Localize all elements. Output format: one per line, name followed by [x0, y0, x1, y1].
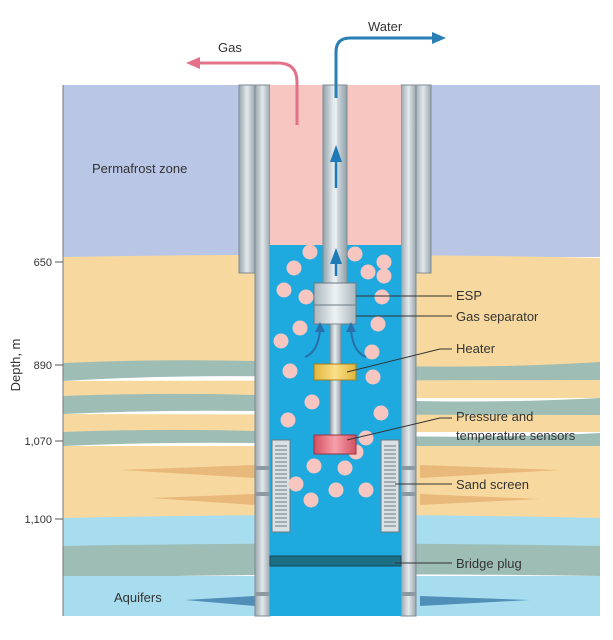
- gas-bubble: [282, 363, 298, 379]
- tick-label-890: 890: [34, 360, 52, 372]
- sand-wedge-right2: [420, 494, 540, 505]
- gas-bubble: [280, 412, 296, 428]
- gas-bubble: [276, 282, 292, 298]
- surface-casing-left: [238, 84, 256, 274]
- water-label: Water: [368, 19, 403, 34]
- sand-wedge-left2: [150, 494, 255, 505]
- gas-bubble: [365, 369, 381, 385]
- production-casing-left: [254, 84, 271, 617]
- bridge-plug: [269, 555, 402, 567]
- gas-bubble: [347, 246, 363, 262]
- sensors-label-line1: Pressure and: [456, 409, 533, 424]
- gas-flow-arrow: [200, 61, 299, 125]
- gas-bubble: [286, 260, 302, 276]
- gas-bubbles: [273, 244, 392, 508]
- depth-axis-label: Depth, m: [8, 339, 23, 392]
- gas-bubble: [358, 430, 374, 446]
- heater-label: Heater: [456, 341, 496, 356]
- production-casing-right: [400, 84, 417, 617]
- gas-bubble: [302, 244, 318, 260]
- gas-bubble: [337, 460, 353, 476]
- gas-bubble: [304, 394, 320, 410]
- sensors-label-line2: temperature sensors: [456, 428, 576, 443]
- callout-leaders: [346, 295, 452, 564]
- intake-arrow-head-right: [346, 322, 356, 332]
- bridge-plug-label: Bridge plug: [456, 556, 522, 571]
- intake-arrow-head-left: [315, 322, 325, 332]
- tick-label-650: 650: [34, 257, 52, 269]
- sand-wedge-left: [120, 465, 255, 478]
- gas-bubble: [374, 289, 390, 305]
- esp-label: ESP: [456, 288, 482, 303]
- tick-label-1100: 1,100: [24, 514, 52, 526]
- gas-bubble: [373, 405, 389, 421]
- esp-unit: [313, 282, 357, 306]
- water-flow-arrow: [334, 36, 432, 98]
- sensor-unit: [313, 434, 357, 455]
- sand-screen-slots: [275, 445, 396, 527]
- gas-bubble: [376, 254, 392, 270]
- gas-label: Gas: [218, 40, 242, 55]
- gas-bubble: [376, 268, 392, 284]
- aquifer-wedge-left: [185, 596, 255, 606]
- gas-bubble: [364, 344, 380, 360]
- gas-bubble: [292, 320, 308, 336]
- gas-bubble: [370, 316, 386, 332]
- gas-bubble: [303, 492, 319, 508]
- casing-couplings: [255, 466, 416, 596]
- aquifer-wedge-right: [420, 596, 530, 606]
- permafrost-label: Permafrost zone: [92, 161, 187, 176]
- depth-axis: 650 890 1,070 1,100 Depth, m: [8, 85, 64, 616]
- tick-label-1070: 1,070: [24, 436, 52, 448]
- tubing-flow-arrows: [330, 145, 342, 276]
- intake-arrows: [304, 329, 367, 358]
- gas-bubble: [273, 333, 289, 349]
- gas-arrow-head: [186, 57, 200, 69]
- gas-bubble: [288, 476, 304, 492]
- surface-casing-right: [414, 84, 432, 274]
- heater-unit: [313, 363, 357, 381]
- gas-separator-unit: [313, 304, 357, 325]
- gas-bubble: [360, 264, 376, 280]
- gas-bubble: [306, 458, 322, 474]
- aquifers-label: Aquifers: [114, 590, 162, 605]
- sand-screen-label: Sand screen: [456, 477, 529, 492]
- gas-bubble: [298, 289, 314, 305]
- water-arrow-head: [432, 32, 446, 44]
- gas-bubble: [358, 482, 374, 498]
- sand-wedge-right: [420, 465, 560, 478]
- gas-bubble: [328, 482, 344, 498]
- gas-separator-label: Gas separator: [456, 309, 539, 324]
